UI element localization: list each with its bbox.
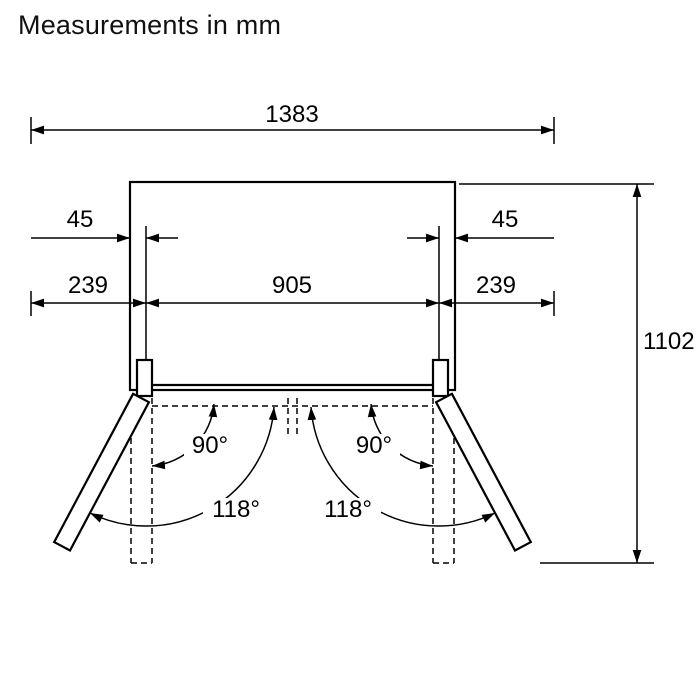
dim-239-left-label: 239 [68, 272, 108, 299]
dim-hinge-clearance: 45 45 [31, 206, 554, 360]
dim-depth-label: 1102 [643, 328, 695, 355]
dim-905-label: 905 [272, 272, 312, 299]
doors-open-118 [52, 392, 533, 552]
left-hinge-block [135, 358, 154, 398]
left-90-angle-label: 90° [192, 432, 228, 459]
right-hinge-block [431, 358, 450, 398]
dim-45-right-label: 45 [492, 206, 519, 233]
right-90-angle-label: 90° [356, 432, 392, 459]
dim-239-right-label: 239 [476, 272, 516, 299]
left-118-label-plate [203, 498, 269, 523]
right-118-angle-label: 118° [324, 496, 372, 523]
dim-45-left-label: 45 [67, 206, 94, 233]
cabinet-top-view [128, 180, 457, 398]
right-90-label-plate [348, 434, 400, 459]
right-118-label-plate [315, 498, 381, 523]
dim-width-row: 239 905 239 [30, 272, 555, 316]
left-90-label-plate [184, 434, 236, 459]
swing-arcs: 90° 90° 118° 118° [89, 403, 496, 527]
doors-90deg-dashed [130, 398, 455, 564]
left-door-open [52, 392, 151, 552]
dim-total-width: 1383 [30, 101, 555, 144]
page-title: Measurements in mm [18, 10, 282, 40]
left-118-angle-label: 118° [212, 496, 260, 523]
dim-total-width-label: 1383 [265, 101, 318, 128]
cabinet-outline [128, 180, 457, 392]
right-door-open [434, 392, 533, 552]
dim-depth: 1102 [459, 183, 695, 564]
